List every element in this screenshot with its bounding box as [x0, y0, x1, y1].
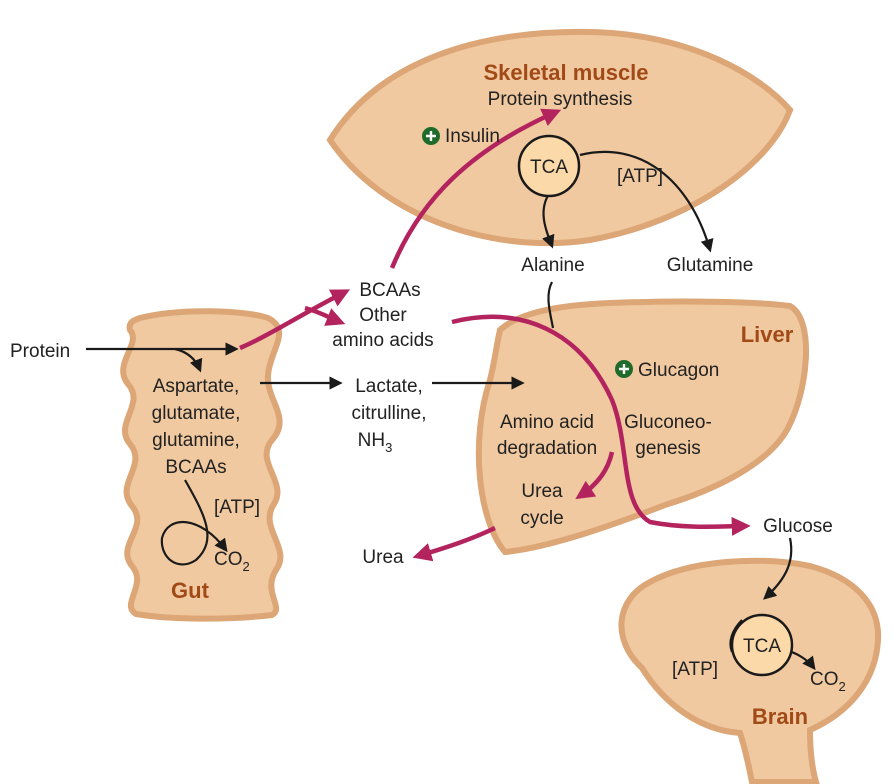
gut-atp-label: [ATP] [214, 497, 260, 518]
aa-degradation-line-2: degradation [497, 438, 597, 459]
gut-aa-line-3: glutamine, [152, 430, 240, 451]
other-label: Other [359, 305, 407, 326]
protein-to-gut-aa-arrow [174, 347, 203, 373]
urea-output-arrow [412, 525, 496, 562]
aa-degradation-line-1: Amino acid [500, 412, 594, 433]
bcaas-label: BCAAs [359, 280, 420, 301]
gluconeogenesis-line-1: Gluconeo- [624, 412, 712, 433]
brain-tca-circle [730, 613, 794, 677]
muscle-tca-label: TCA [530, 157, 568, 178]
brain-title: Brain [752, 704, 808, 729]
glucagon-plus-icon [615, 360, 633, 378]
brain-co2-label: CO2 [810, 669, 846, 694]
brain-tca-label: TCA [743, 636, 781, 657]
skeletal-muscle-title: Skeletal muscle [483, 60, 648, 85]
glucagon-label: Glucagon [638, 360, 719, 381]
protein-synthesis-label: Protein synthesis [488, 89, 633, 110]
degradation-to-urea-cycle-arrow [575, 451, 615, 500]
gut-atp-loop-arrow [160, 479, 228, 566]
muscle-tca-circle [517, 134, 581, 198]
nh3-label: NH3 [358, 430, 393, 455]
brain-atp-label: [ATP] [672, 659, 718, 680]
gut-aa-line-4: BCAAs [165, 457, 226, 478]
gut-to-other-amino-acids-arrow [304, 305, 346, 326]
liver-title: Liver [741, 322, 794, 347]
liver-shape [475, 298, 809, 556]
urea-cycle-line-2: cycle [520, 508, 563, 529]
bcaa-to-protein-synthesis-arrow [389, 108, 562, 269]
amino-acids-label: amino acids [332, 330, 433, 351]
urea-cycle-line-1: Urea [521, 481, 563, 502]
glucose-label: Glucose [763, 516, 833, 537]
lactate-label: Lactate, [355, 376, 423, 397]
gut-to-amino-acids-arrow [239, 289, 351, 351]
alanine-label: Alanine [521, 255, 584, 276]
gut-aa-line-2: glutamate, [152, 403, 241, 424]
insulin-plus-icon [422, 127, 440, 145]
protein-label: Protein [10, 341, 70, 362]
glucose-to-brain-arrow [763, 537, 793, 600]
gut-title: Gut [171, 578, 210, 603]
citrulline-label: citrulline, [352, 403, 427, 424]
gut-aa-line-1: Aspartate, [153, 376, 240, 397]
muscle-atp-label: [ATP] [617, 166, 663, 187]
gluconeogenesis-line-2: genesis [635, 438, 701, 459]
urea-label: Urea [362, 547, 404, 568]
tca-to-glutamine-arrow [579, 150, 714, 253]
glutamine-label: Glutamine [667, 255, 754, 276]
insulin-label: Insulin [445, 126, 500, 147]
amino-acids-to-glucose-arrow [451, 314, 751, 536]
alanine-to-liver-line [547, 281, 555, 329]
gut-co2-label: CO2 [214, 549, 250, 574]
